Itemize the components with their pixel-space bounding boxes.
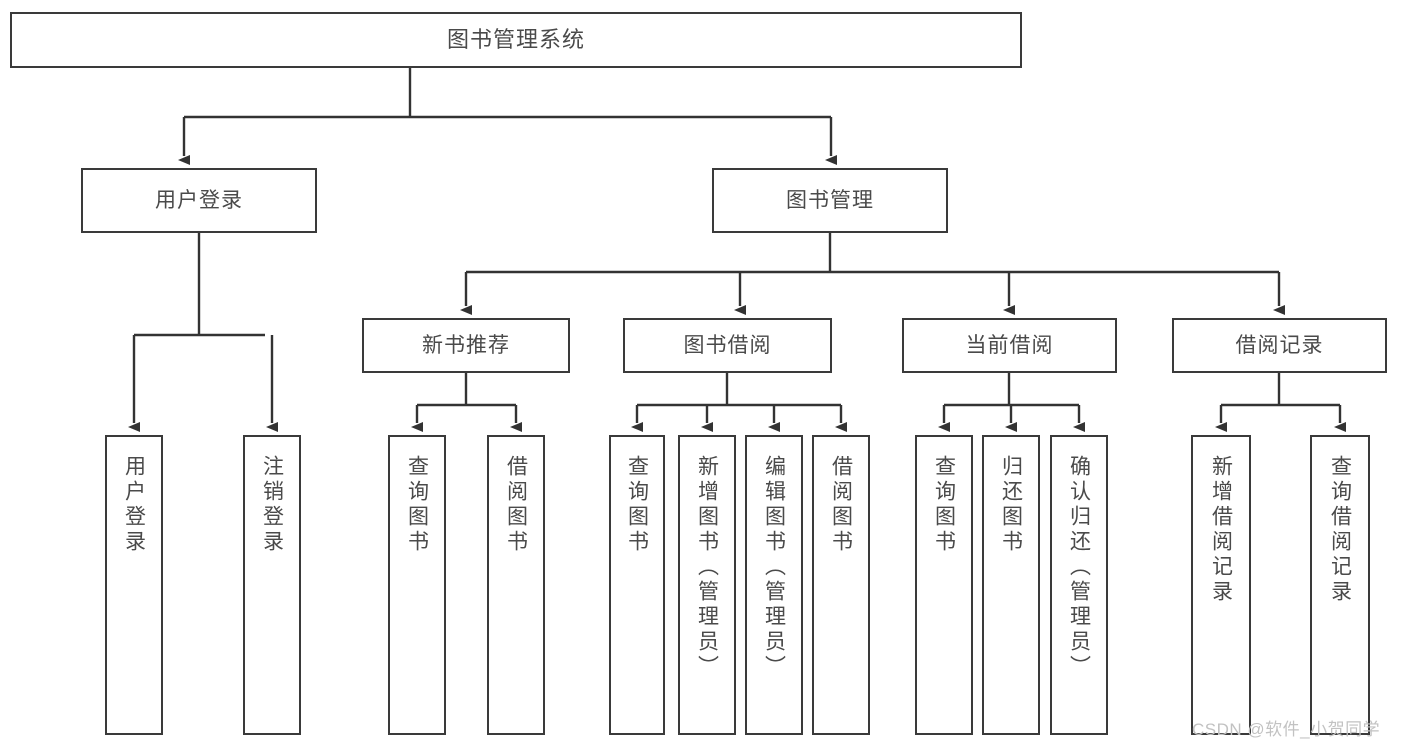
node-label: 图书管理: [786, 188, 874, 212]
leaf-borrow-book-recommend[interactable]: 借阅图书: [487, 435, 545, 735]
node-book-manage[interactable]: 图书管理: [712, 168, 948, 233]
node-label: 查询图书: [405, 455, 429, 555]
node-label: 新增图书（管理员）: [695, 455, 719, 680]
node-label: 当前借阅: [965, 333, 1054, 357]
node-current-borrow[interactable]: 当前借阅: [902, 318, 1117, 373]
node-label: 借阅记录: [1235, 333, 1324, 357]
node-label: 借阅图书: [504, 455, 528, 555]
node-label: 图书借阅: [683, 333, 772, 357]
leaf-borrow-book-borrow[interactable]: 借阅图书: [812, 435, 870, 735]
leaf-user-login[interactable]: 用户登录: [105, 435, 163, 735]
node-borrow-record[interactable]: 借阅记录: [1172, 318, 1387, 373]
leaf-return-book[interactable]: 归还图书: [982, 435, 1040, 735]
node-book-borrow[interactable]: 图书借阅: [623, 318, 832, 373]
leaf-add-borrow-record[interactable]: 新增借阅记录: [1191, 435, 1251, 735]
node-label: 编辑图书（管理员）: [762, 455, 786, 680]
node-label: 新增借阅记录: [1209, 455, 1233, 605]
node-label: 查询图书: [625, 455, 649, 555]
node-new-book-recommend[interactable]: 新书推荐: [362, 318, 570, 373]
leaf-query-book-recommend[interactable]: 查询图书: [388, 435, 446, 735]
leaf-query-book-current[interactable]: 查询图书: [915, 435, 973, 735]
node-label: 图书管理系统: [446, 26, 585, 52]
leaf-confirm-return-admin[interactable]: 确认归还（管理员）: [1050, 435, 1108, 735]
node-label: 查询图书: [932, 455, 956, 555]
leaf-add-book-admin[interactable]: 新增图书（管理员）: [678, 435, 736, 735]
node-label: 查询借阅记录: [1328, 455, 1352, 605]
node-label: 注销登录: [260, 455, 284, 555]
csdn-watermark: CSDN @软件_小贺同学: [1192, 720, 1381, 739]
leaf-query-borrow-record[interactable]: 查询借阅记录: [1310, 435, 1370, 735]
node-label: 确认归还（管理员）: [1067, 455, 1091, 680]
leaf-logout[interactable]: 注销登录: [243, 435, 301, 735]
node-label: 借阅图书: [829, 455, 853, 555]
node-root[interactable]: 图书管理系统: [10, 12, 1022, 68]
node-label: 用户登录: [155, 188, 243, 212]
node-label: 用户登录: [122, 455, 146, 555]
node-label: 归还图书: [999, 455, 1023, 555]
leaf-edit-book-admin[interactable]: 编辑图书（管理员）: [745, 435, 803, 735]
node-user-login[interactable]: 用户登录: [81, 168, 317, 233]
leaf-query-book-borrow[interactable]: 查询图书: [609, 435, 665, 735]
node-label: 新书推荐: [422, 333, 510, 357]
